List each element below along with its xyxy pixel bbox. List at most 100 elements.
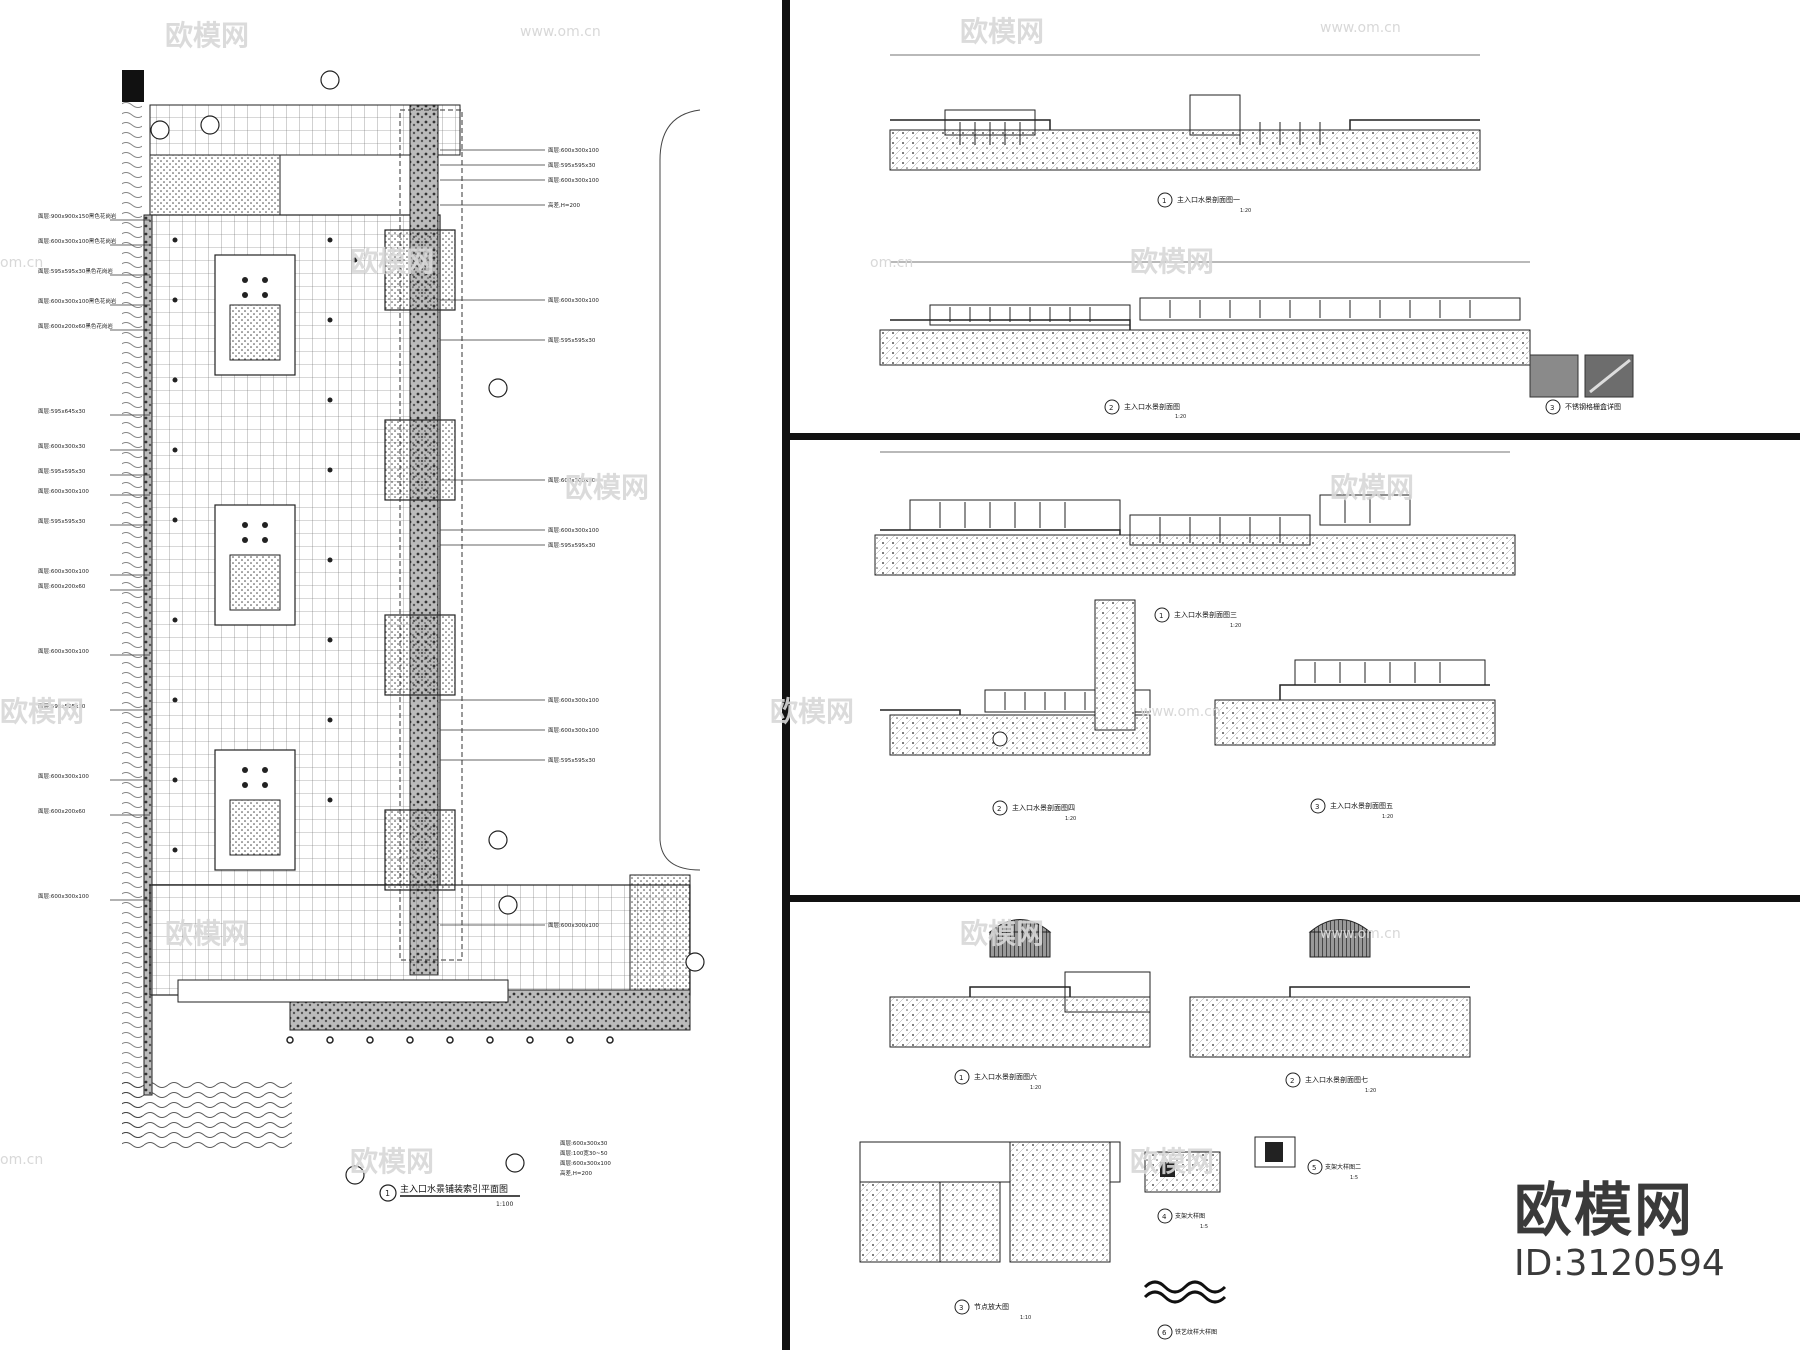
watermark-url-7: om.cn — [0, 1152, 44, 1168]
brand-stamp-name: 欧模网 — [1514, 1176, 1695, 1244]
callout-right-4: 面层:600x300x100 — [548, 297, 599, 304]
s6-num: 3 — [1315, 803, 1319, 811]
s11-title: 支架大样图二 — [1325, 1163, 1361, 1171]
divider-vertical — [782, 0, 790, 1350]
watermark-brand-1: 欧模网 — [165, 19, 250, 52]
s8-title: 主入口水景剖面图七 — [1305, 1075, 1368, 1084]
s11-scale: 1:5 — [1350, 1175, 1358, 1181]
s1-title: 主入口水景剖面图一 — [1177, 195, 1240, 204]
callout-left-16: 面层:600x300x100 — [38, 893, 89, 900]
planter-1 — [214, 254, 296, 376]
callout-left-3: 面层:600x300x100黑色花岗岩 — [38, 297, 117, 305]
callout-right-1: 面层:595x595x30 — [548, 162, 596, 169]
callout-left-12: 面层:600x300x100 — [38, 648, 89, 655]
divider-h2 — [790, 895, 1800, 902]
plan-title: 主入口水景铺装索引平面图 — [400, 1183, 508, 1195]
planter-3 — [214, 749, 296, 871]
sections-bottom-panel: 1 主入口水景剖面图六 1:20 2 主入口水景剖面图七 1:20 3 节点放大… — [790, 902, 1800, 1350]
bottom-note-3: 高差,H=200 — [560, 1169, 592, 1177]
s5-scale: 1:20 — [1065, 816, 1076, 822]
watermark-url-4: om.cn — [870, 255, 914, 271]
watermark-brand-11: 欧模网 — [350, 1145, 435, 1178]
sections-bottom-drawing: 1 主入口水景剖面图六 1:20 2 主入口水景剖面图七 1:20 3 节点放大… — [859, 919, 1471, 1340]
svg-text:1: 1 — [385, 1189, 390, 1198]
watermark-brand-5: 欧模网 — [565, 471, 650, 504]
callout-left-9: 面层:595x595x30 — [38, 518, 86, 525]
callout-left-7: 面层:595x595x30 — [38, 468, 86, 475]
s7-title: 主入口水景剖面图六 — [974, 1072, 1037, 1081]
s8-num: 2 — [1290, 1077, 1294, 1085]
s6-title: 主入口水景剖面图五 — [1330, 801, 1393, 810]
s8-scale: 1:20 — [1365, 1088, 1376, 1094]
callout-left-8: 面层:600x300x100 — [38, 488, 89, 495]
sections-top-panel: 1 主入口水景剖面图一 1:20 2 主入口水景剖面图 1:20 3 — [790, 0, 1800, 433]
callout-left-2: 面层:595x595x30黑色花岗岩 — [38, 267, 113, 275]
watermark-brand-3: 欧模网 — [350, 245, 435, 278]
callout-right-6: 面层:600x300x30 — [548, 477, 596, 484]
plan-drawing: 面层:900x900x150黑色花岗岩 面层:600x300x100黑色花岗岩 … — [38, 70, 705, 1208]
s6-scale: 1:20 — [1382, 814, 1393, 820]
s10-scale: 1:5 — [1200, 1224, 1208, 1230]
watermark-brand-2: 欧模网 — [960, 15, 1045, 48]
planter-2 — [214, 504, 296, 626]
brand-stamp: 欧模网 ID:3120594 — [1514, 1176, 1725, 1298]
s9-scale: 1:10 — [1020, 1315, 1031, 1321]
s4-scale: 1:20 — [1230, 623, 1241, 629]
plan-panel: 面层:900x900x150黑色花岗岩 面层:600x300x100黑色花岗岩 … — [0, 0, 780, 1350]
s9-title: 节点放大图 — [974, 1302, 1009, 1311]
callout-left-4: 面层:600x200x60黑色花岗岩 — [38, 322, 113, 330]
s10-num: 4 — [1162, 1213, 1167, 1221]
callout-left-6: 面层:600x300x30 — [38, 443, 86, 450]
callout-right-9: 面层:600x300x100 — [548, 697, 599, 704]
watermark-url-2: www.om.cn — [1320, 20, 1401, 36]
callout-right-11: 面层:595x595x30 — [548, 757, 596, 764]
watermark-brand-4: 欧模网 — [1130, 245, 1215, 278]
callout-left-10: 面层:600x300x100 — [38, 568, 89, 575]
callout-left-14: 面层:600x300x100 — [38, 773, 89, 780]
callout-left-0: 面层:900x900x150黑色花岗岩 — [38, 212, 117, 220]
watermark-brand-7: 欧模网 — [0, 695, 85, 728]
s1-scale: 1:20 — [1240, 208, 1251, 214]
s4-num: 1 — [1159, 612, 1163, 620]
s2-scale: 1:20 — [1175, 414, 1186, 420]
callout-right-7: 面层:600x300x100 — [548, 527, 599, 534]
watermark-brand-9: 欧模网 — [165, 917, 250, 950]
watermark-brand-6: 欧模网 — [1330, 471, 1415, 504]
sections-top-drawing: 1 主入口水景剖面图一 1:20 2 主入口水景剖面图 1:20 3 — [879, 54, 1634, 420]
watermark-url-1: www.om.cn — [520, 24, 601, 40]
watermark-brand-8: 欧模网 — [770, 695, 855, 728]
s2-num: 2 — [1109, 404, 1113, 412]
callout-right-8: 面层:595x595x30 — [548, 542, 596, 549]
s3-num: 3 — [1550, 404, 1554, 412]
watermark-brand-10: 欧模网 — [960, 917, 1045, 950]
s2-title: 主入口水景剖面图 — [1124, 402, 1180, 411]
callout-right-5: 面层:595x595x30 — [548, 337, 596, 344]
s7-num: 1 — [959, 1074, 963, 1082]
watermark-brand-12: 欧模网 — [1130, 1145, 1215, 1178]
callout-left-15: 面层:600x200x60 — [38, 808, 86, 815]
s12-title: 铁艺纹样大样图 — [1175, 1328, 1217, 1336]
s10-title: 支架大样图 — [1175, 1212, 1205, 1220]
watermark-url-3: om.cn — [0, 255, 44, 271]
watermark-url-5: www.om.cn — [1140, 704, 1221, 720]
callout-left-1: 面层:600x300x100黑色花岗岩 — [38, 237, 117, 245]
bottom-note-0: 面层:600x300x30 — [560, 1140, 608, 1147]
s7-scale: 1:20 — [1030, 1085, 1041, 1091]
s5-title: 主入口水景剖面图四 — [1012, 803, 1075, 812]
s12-num: 6 — [1162, 1329, 1167, 1337]
callout-right-2: 面层:600x300x100 — [548, 177, 599, 184]
callout-left-5: 面层:595x645x30 — [38, 408, 86, 415]
s9-num: 3 — [959, 1304, 963, 1312]
s11-num: 5 — [1312, 1164, 1316, 1172]
bottom-note-1: 面层:100宽30~50 — [560, 1149, 608, 1157]
sections-middle-panel: 1 主入口水景剖面图三 1:20 2 主入口水景剖面图四 1:20 3 主入口水… — [790, 440, 1800, 895]
callout-right-10: 面层:600x300x100 — [548, 727, 599, 734]
callout-right-3: 高差,H=200 — [548, 201, 580, 209]
sections-middle-drawing: 1 主入口水景剖面图三 1:20 2 主入口水景剖面图四 1:20 3 主入口水… — [874, 451, 1516, 822]
s1-num: 1 — [1162, 197, 1166, 205]
callout-right-0: 面层:600x300x100 — [548, 147, 599, 154]
brand-stamp-id: ID:3120594 — [1514, 1243, 1725, 1284]
divider-h1 — [790, 433, 1800, 440]
callout-right-12: 面层:600x300x100 — [548, 922, 599, 929]
s4-title: 主入口水景剖面图三 — [1174, 610, 1237, 619]
